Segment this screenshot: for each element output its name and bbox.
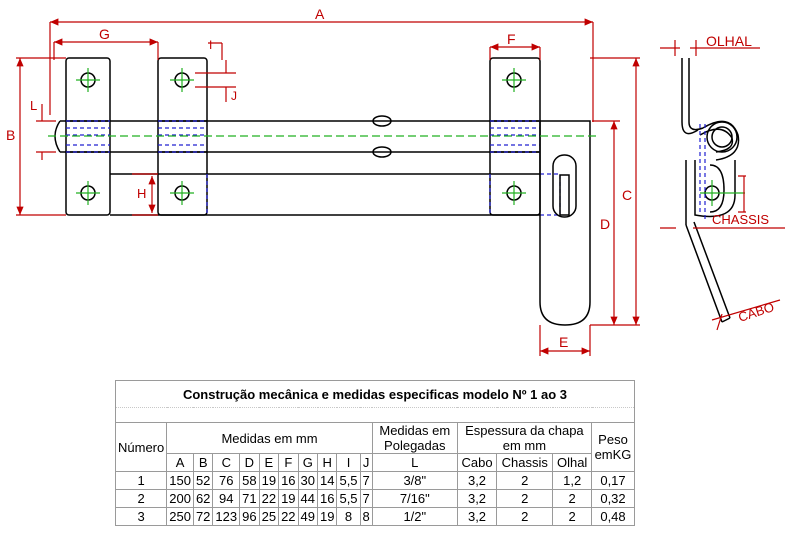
subheader-j: J (359, 453, 373, 472)
header-medidas-mm: Medidas em mm (166, 422, 373, 454)
dimensions-table-container: Construção mecânica e medidas especifica… (114, 380, 635, 526)
subheader-chassis: Chassis (496, 453, 554, 472)
subheader-l: L (371, 453, 458, 472)
screw-holes (76, 68, 526, 205)
subheader-b: B (192, 453, 214, 472)
hidden-lines (66, 120, 561, 216)
header-numero: Número (114, 422, 168, 472)
table-title: Construção mecânica e medidas especifica… (115, 380, 635, 408)
dim-b-label: B (6, 127, 15, 143)
dim-g-label: G (99, 26, 110, 42)
header-espessura: Espessura da chapa em mm (456, 422, 593, 454)
subheader-g: G (297, 453, 319, 472)
subheader-d: D (239, 453, 260, 472)
dim-a-label: A (315, 6, 325, 22)
label-chassis: CHASSIS (712, 212, 769, 227)
subheader-cabo: Cabo (456, 453, 498, 472)
subheader-e: E (258, 453, 280, 472)
dim-d-label: D (600, 216, 610, 232)
label-olhal: OLHAL (706, 33, 752, 49)
dim-e-label: E (559, 334, 568, 350)
handle-slot-inner (559, 174, 570, 216)
header-peso: Peso emKG (591, 422, 635, 472)
subheader-c: C (212, 453, 241, 472)
cabo-arm (685, 221, 731, 323)
label-cabo: CABO (736, 299, 776, 325)
dimensions: A G F B L H I J C D (6, 6, 640, 356)
olhal-eye-inner (711, 126, 733, 148)
subheader-a: A (166, 453, 194, 472)
subheader-olhal: Olhal (552, 453, 592, 472)
dim-c-label: C (622, 187, 632, 203)
header-medidas-pol: Medidas em Polegadas (371, 422, 458, 454)
front-view (48, 57, 600, 326)
dim-f-label: F (507, 31, 516, 47)
dim-j-label: J (231, 89, 237, 103)
handle-slot (552, 154, 577, 218)
subheader-f: F (278, 453, 299, 472)
technical-drawing: A G F B L H I J C D (6, 6, 785, 356)
subheader-i: I (336, 453, 361, 472)
dim-i-label: I (209, 38, 212, 52)
rod-knob-bottom (372, 146, 392, 158)
side-dimensions: OLHAL CHASSIS CABO (660, 33, 785, 331)
handle (539, 120, 591, 326)
rod-knob-top (372, 115, 392, 127)
subheader-h: H (316, 453, 338, 472)
dim-l-label: L (30, 98, 37, 113)
side-view (681, 58, 745, 323)
chassis-plate (685, 160, 736, 225)
dimensions-table: Construção mecânica e medidas especifica… (114, 380, 635, 526)
olhal-strip (681, 58, 704, 135)
olhal-eye (706, 121, 738, 153)
dim-h-label: H (137, 186, 146, 201)
